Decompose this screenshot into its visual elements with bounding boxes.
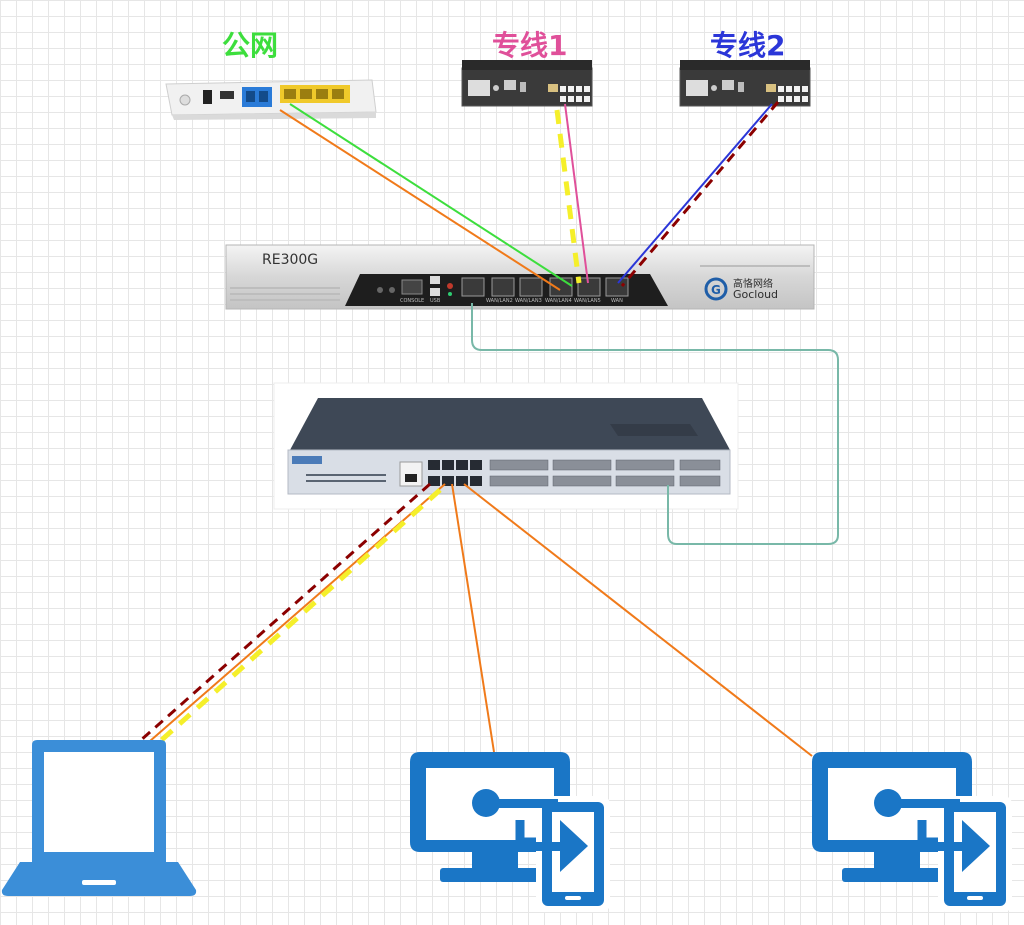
router-model: RE300G — [262, 252, 318, 268]
dedicated-line-device-icon — [461, 60, 593, 107]
modem-icon — [165, 79, 377, 120]
port-label-console: CONSOLE — [400, 298, 424, 304]
brand-cn: 高恪网络 — [733, 277, 773, 290]
dedicated-line-device-icon — [679, 60, 811, 107]
switch-icon — [273, 382, 739, 510]
public-net-label: 公网 — [222, 29, 278, 62]
brand-en: Gocloud — [733, 288, 778, 301]
gocloud-logo-icon: G — [704, 277, 728, 301]
port-label-lan3: WAN/LAN3 — [515, 298, 542, 304]
port-label-lan2: WAN/LAN2 — [486, 298, 513, 304]
remote-desktop-icon — [410, 752, 610, 912]
port-label-lan4: WAN/LAN4 — [545, 298, 572, 304]
port-label-wan: WAN — [611, 298, 623, 304]
svg-text:G: G — [711, 283, 721, 297]
port-label-usb: USB — [430, 298, 441, 304]
port-label-lan5: WAN/LAN5 — [574, 298, 601, 304]
remote-desktop-icon — [812, 752, 1012, 912]
connection-links — [131, 101, 839, 757]
laptop-icon — [1, 740, 197, 896]
line1-label: 专线1 — [492, 29, 567, 62]
router-icon: RE300G CONSOLE USB WAN/LAN2 WAN/LAN3 WAN… — [225, 244, 815, 310]
line2-label: 专线2 — [710, 29, 785, 62]
